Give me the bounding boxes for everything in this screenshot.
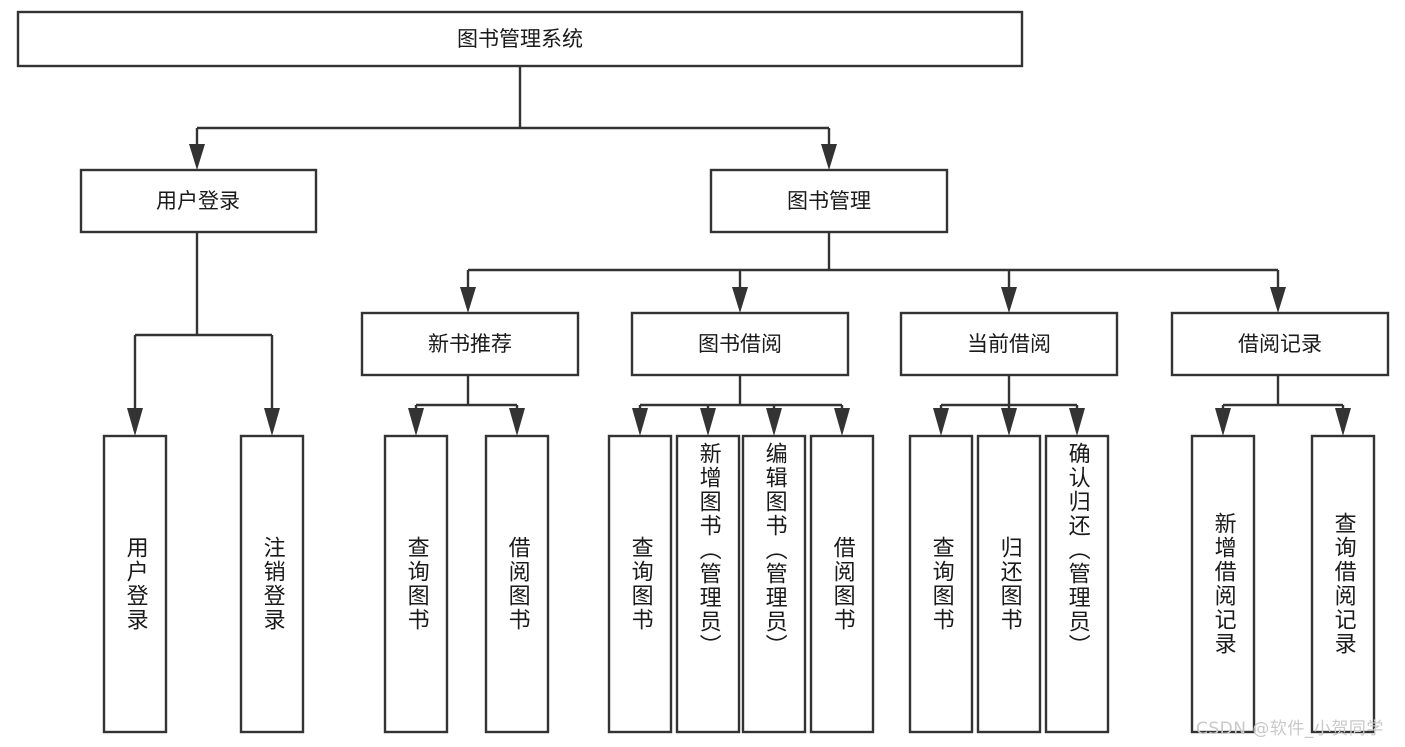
- leaf-box-book-borrow-0[interactable]: [607, 434, 673, 734]
- leaf-boxes-current-borrow: [908, 434, 1110, 734]
- node-box-root[interactable]: [16, 10, 1024, 68]
- arrow-head-current-borrow-leaf-2: [1069, 408, 1085, 436]
- node-user-login[interactable]: 用户登录: [79, 168, 318, 234]
- leaf-box-user-login-0[interactable]: [102, 434, 168, 734]
- leaf-boxes-user-login: [102, 434, 305, 734]
- node-borrow-record[interactable]: 借阅记录: [1170, 311, 1390, 377]
- leaf-box-borrow-record-0[interactable]: [1190, 434, 1256, 734]
- node-box-user-login[interactable]: [79, 168, 318, 234]
- connector-group-borrow-record: [1215, 375, 1351, 436]
- node-root-book-management-system[interactable]: 图书管理系统: [16, 10, 1024, 68]
- node-new-book-recommend[interactable]: 新书推荐: [360, 311, 580, 377]
- leaf-box-new-book-1[interactable]: [484, 434, 550, 734]
- node-label-current-borrow: 当前借阅: [967, 332, 1051, 356]
- node-label-borrow-record: 借阅记录: [1238, 332, 1322, 356]
- arrow-head-current-borrow-leaf-1: [1001, 408, 1017, 436]
- node-label-user-login: 用户登录: [156, 189, 240, 213]
- arrow-head-l3-new-book: [460, 287, 476, 313]
- arrow-head-user-login: [189, 144, 205, 170]
- arrow-head-book-borrow-leaf-2: [766, 408, 782, 436]
- leaf-box-book-borrow-3[interactable]: [809, 434, 875, 734]
- node-book-management[interactable]: 图书管理: [709, 168, 949, 234]
- connector-group-user-login: [127, 232, 280, 436]
- arrow-head-user-login-leaf-0: [127, 408, 143, 436]
- arrow-head-new-book-leaf-1: [509, 408, 525, 436]
- leaf-box-borrow-record-1[interactable]: [1310, 434, 1376, 734]
- connector-group-root: [189, 66, 837, 170]
- arrow-head-borrow-record-leaf-1: [1335, 408, 1351, 436]
- node-box-new-book-recommend[interactable]: [360, 311, 580, 377]
- leaf-box-user-login-1[interactable]: [239, 434, 305, 734]
- connector-group-book-manage: [460, 232, 1286, 313]
- arrow-head-current-borrow-leaf-0: [933, 408, 949, 436]
- node-box-current-borrow[interactable]: [899, 311, 1119, 377]
- arrow-head-book-borrow-leaf-0: [632, 408, 648, 436]
- connector-group-current-borrow: [933, 375, 1085, 436]
- leaf-box-current-borrow-0[interactable]: [908, 434, 974, 734]
- arrow-head-l3-book-borrow: [732, 287, 748, 313]
- leaf-box-new-book-0[interactable]: [383, 434, 449, 734]
- connector-group-new-book-recommend: [408, 375, 525, 436]
- node-label-book-management: 图书管理: [787, 189, 871, 213]
- leaf-boxes-book-borrow: [607, 434, 875, 734]
- arrow-head-l3-current-borrow: [1001, 287, 1017, 313]
- node-label-root: 图书管理系统: [457, 27, 583, 51]
- arrow-head-book-borrow-leaf-1: [700, 408, 716, 436]
- node-box-book-borrow[interactable]: [630, 311, 850, 377]
- node-book-borrow[interactable]: 图书借阅: [630, 311, 850, 377]
- arrow-head-new-book-leaf-0: [408, 408, 424, 436]
- leaf-box-book-borrow-1[interactable]: [675, 434, 741, 734]
- node-label-new-book-recommend: 新书推荐: [428, 332, 512, 356]
- node-current-borrow[interactable]: 当前借阅: [899, 311, 1119, 377]
- leaf-box-current-borrow-2[interactable]: [1044, 434, 1110, 734]
- arrow-head-l3-borrow-record: [1270, 287, 1286, 313]
- arrow-head-book-manage: [821, 144, 837, 170]
- arrow-head-borrow-record-leaf-0: [1215, 408, 1231, 436]
- leaf-box-current-borrow-1[interactable]: [976, 434, 1042, 734]
- leaf-boxes-borrow-record: [1190, 434, 1376, 734]
- arrow-head-book-borrow-leaf-3: [834, 408, 850, 436]
- leaf-boxes-new-book-recommend: [383, 434, 550, 734]
- leaf-box-book-borrow-2[interactable]: [741, 434, 807, 734]
- watermark-text: CSDN @软件_小贺同学: [1196, 719, 1384, 739]
- node-label-book-borrow: 图书借阅: [698, 332, 782, 356]
- node-box-borrow-record[interactable]: [1170, 311, 1390, 377]
- arrow-head-user-login-leaf-1: [264, 408, 280, 436]
- node-box-book-management[interactable]: [709, 168, 949, 234]
- connector-group-book-borrow: [632, 375, 850, 436]
